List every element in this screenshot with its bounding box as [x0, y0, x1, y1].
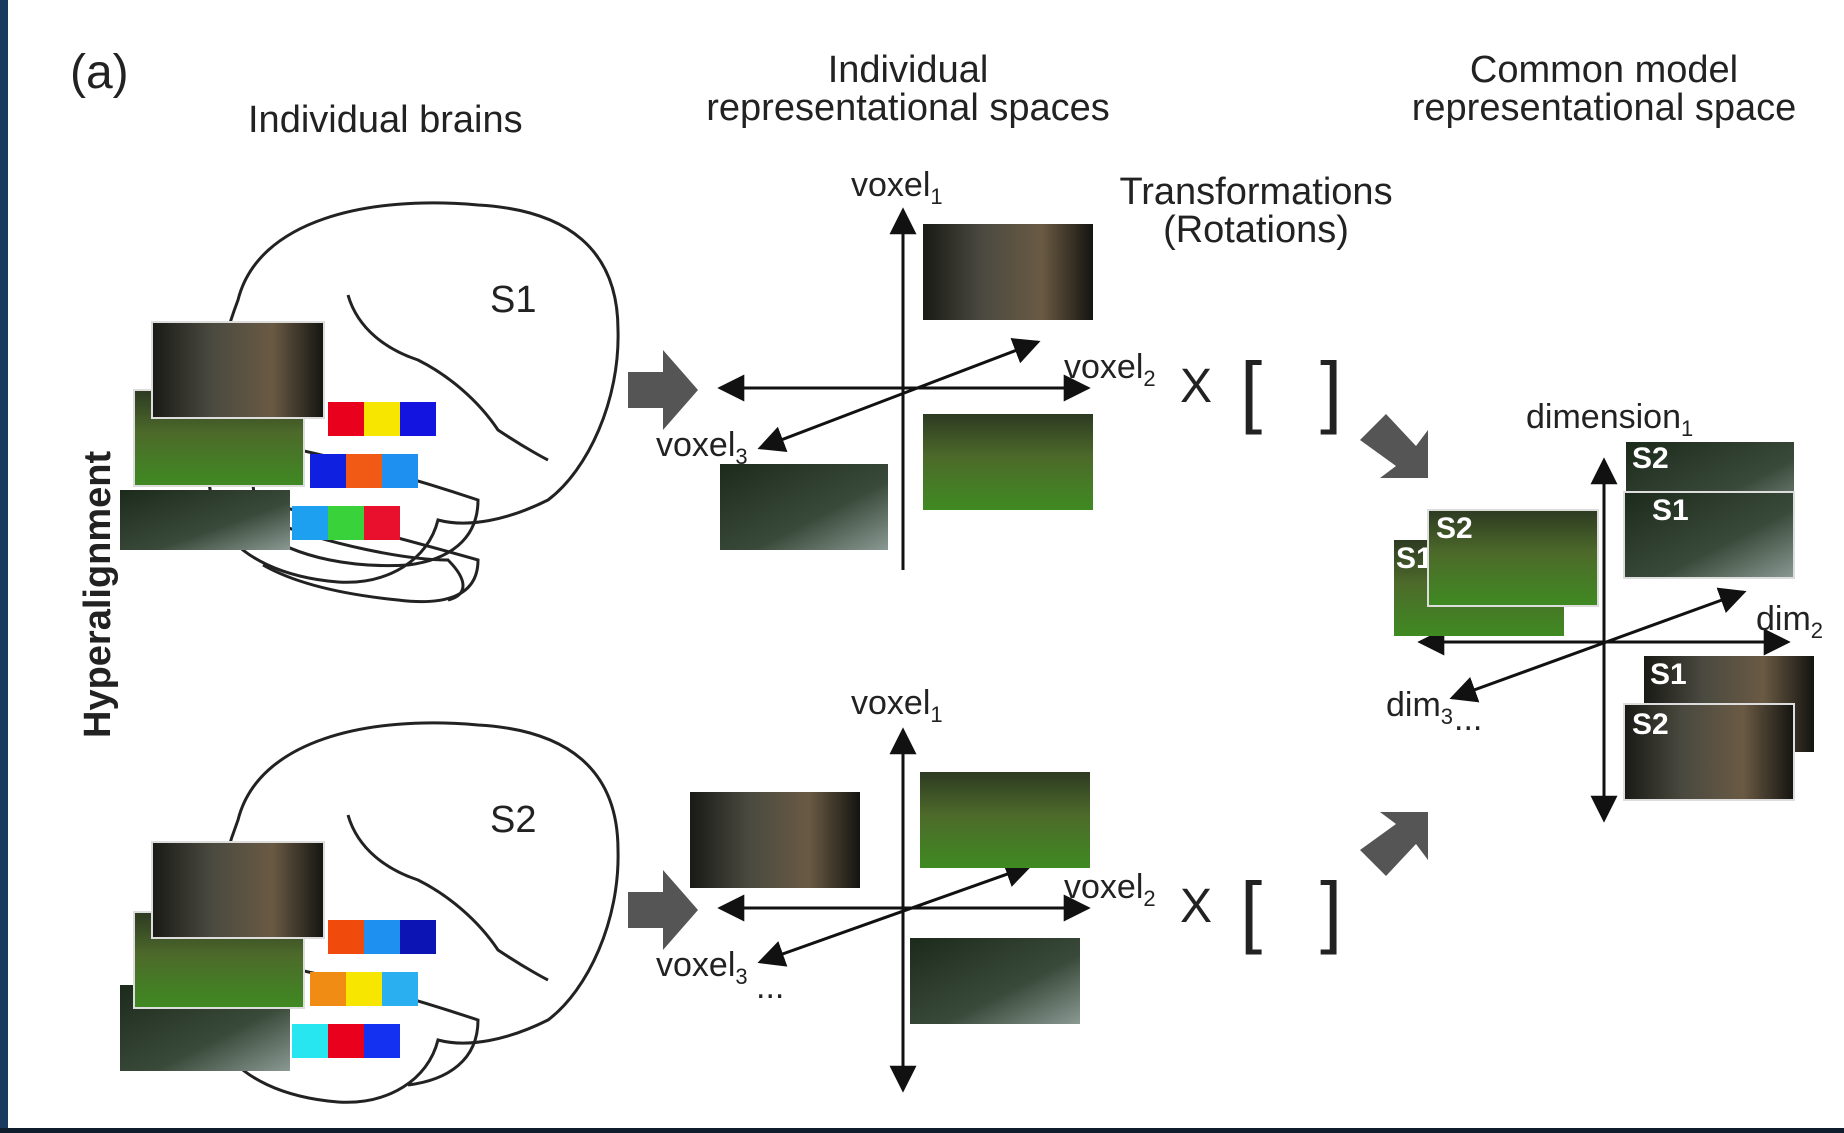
film-frame-icon	[1623, 703, 1795, 801]
film-frame-icon	[910, 938, 1080, 1024]
hyperalignment-diagram: (a) Individual brains Individual represe…	[70, 46, 1823, 1104]
film-frame-icon	[720, 464, 888, 550]
bracket-open: [	[1240, 866, 1262, 955]
header-common-space-1: Common model	[1470, 49, 1738, 91]
brain-s2: S2	[120, 721, 620, 1104]
film-frame-icon	[923, 414, 1093, 510]
film-frame-icon	[120, 321, 325, 550]
right-arrow-icon	[628, 350, 698, 430]
subject-tag-s1: S1	[1396, 542, 1433, 575]
subject-tag-s2: S2	[1632, 442, 1669, 475]
subject-label-s1: S1	[490, 279, 536, 321]
film-frame-icon	[1623, 491, 1795, 579]
panel-label: (a)	[70, 46, 129, 99]
ellipsis: ...	[1454, 700, 1482, 738]
subject-tag-s2: S2	[1632, 708, 1669, 741]
film-frame-icon	[690, 792, 860, 888]
brain-s1: S1	[120, 201, 620, 604]
bracket-close: ]	[1320, 346, 1342, 435]
header-individual-brains: Individual brains	[248, 99, 523, 141]
header-common-space-2: representational space	[1412, 87, 1796, 129]
axis-label-dim3: dim3	[1386, 686, 1453, 729]
subject-tag-s1: S1	[1652, 494, 1689, 527]
subject-label-s2: S2	[490, 799, 536, 841]
individual-space-s1: voxel1 voxel2 voxel3	[656, 166, 1156, 570]
header-individual-spaces-2: representational spaces	[706, 87, 1109, 129]
axis-label-dimension1: dimension1	[1526, 398, 1693, 441]
voxel-pattern-s2	[292, 920, 436, 1058]
ellipsis: ...	[756, 968, 784, 1006]
transformations-label-2: (Rotations)	[1163, 209, 1349, 251]
axis-label-voxel1: voxel1	[851, 684, 943, 727]
subject-tag-s2: S2	[1436, 512, 1473, 545]
film-frame-icon	[1427, 509, 1599, 607]
times-symbol: X	[1180, 360, 1212, 413]
bracket-close: ]	[1320, 866, 1342, 955]
diagonal-arrow-icon	[1360, 812, 1428, 876]
axis-label-voxel2: voxel2	[1064, 868, 1156, 911]
axis-label-dim2: dim2	[1756, 600, 1823, 643]
film-frame-icon	[923, 224, 1093, 320]
common-model-space: S2 S1 S1 S2 S1 S2 dimension1 dim2 dim3 .…	[1386, 398, 1823, 823]
voxel-pattern-s1	[292, 402, 436, 540]
header-individual-spaces-1: Individual	[828, 49, 989, 91]
transformations-label-1: Transformations	[1119, 171, 1392, 213]
axis-label-voxel3: voxel3	[656, 946, 748, 989]
times-symbol: X	[1180, 880, 1212, 933]
bracket-open: [	[1240, 346, 1262, 435]
axis-label-voxel1: voxel1	[851, 166, 943, 209]
diagonal-arrow-icon	[1360, 414, 1428, 478]
subject-tag-s1: S1	[1650, 658, 1687, 691]
film-frame-icon	[120, 841, 325, 1071]
axis-label-voxel3: voxel3	[656, 426, 748, 469]
right-arrow-icon	[628, 870, 698, 950]
hyperalignment-label: Hyperalignment	[77, 450, 119, 738]
individual-space-s2: voxel1 voxel2 voxel3 ...	[656, 684, 1156, 1093]
axis-label-voxel2: voxel2	[1064, 348, 1156, 391]
film-frame-icon	[920, 772, 1090, 868]
